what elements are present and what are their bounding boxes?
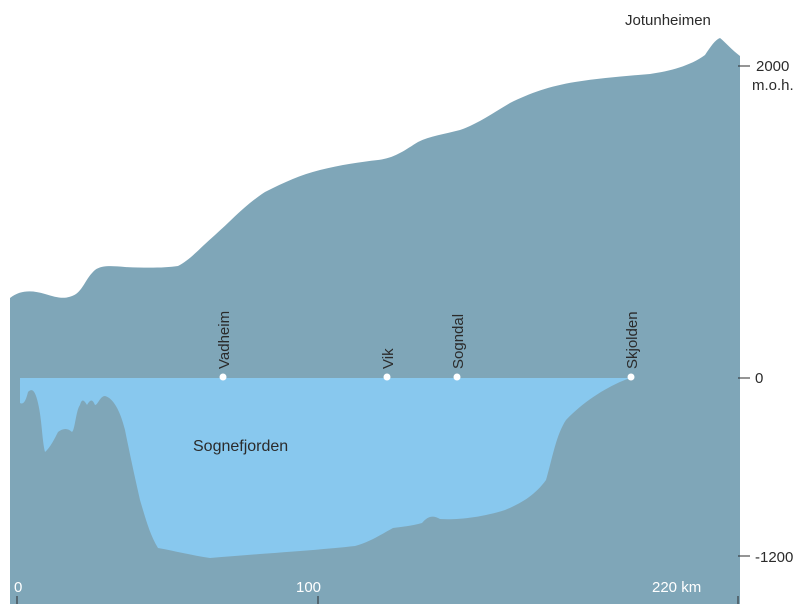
elevation-unit-label: m.o.h. xyxy=(752,77,794,94)
elevation-label-minus-1200: -1200 xyxy=(755,549,793,566)
vik-marker xyxy=(383,373,391,381)
peak-label: Jotunheimen xyxy=(625,12,711,29)
distance-label-100: 100 xyxy=(296,579,321,596)
skjolden-marker xyxy=(627,373,635,381)
fjord-label: Sognefjorden xyxy=(193,438,288,455)
vadheim-marker xyxy=(219,373,227,381)
place-label-skjolden: Skjolden xyxy=(624,311,641,369)
place-label-sogndal: Sogndal xyxy=(450,314,467,369)
distance-label-0: 0 xyxy=(14,579,22,596)
place-label-vik: Vik xyxy=(380,348,397,369)
distance-label-220: 220 km xyxy=(652,579,701,596)
place-label-vadheim: Vadheim xyxy=(216,311,233,369)
fjord-water xyxy=(20,378,630,558)
elevation-label-zero: 0 xyxy=(755,370,763,387)
sea-surface-waves xyxy=(20,370,630,378)
elevation-label-2000: 2000 xyxy=(756,58,789,75)
sogndal-marker xyxy=(453,373,461,381)
